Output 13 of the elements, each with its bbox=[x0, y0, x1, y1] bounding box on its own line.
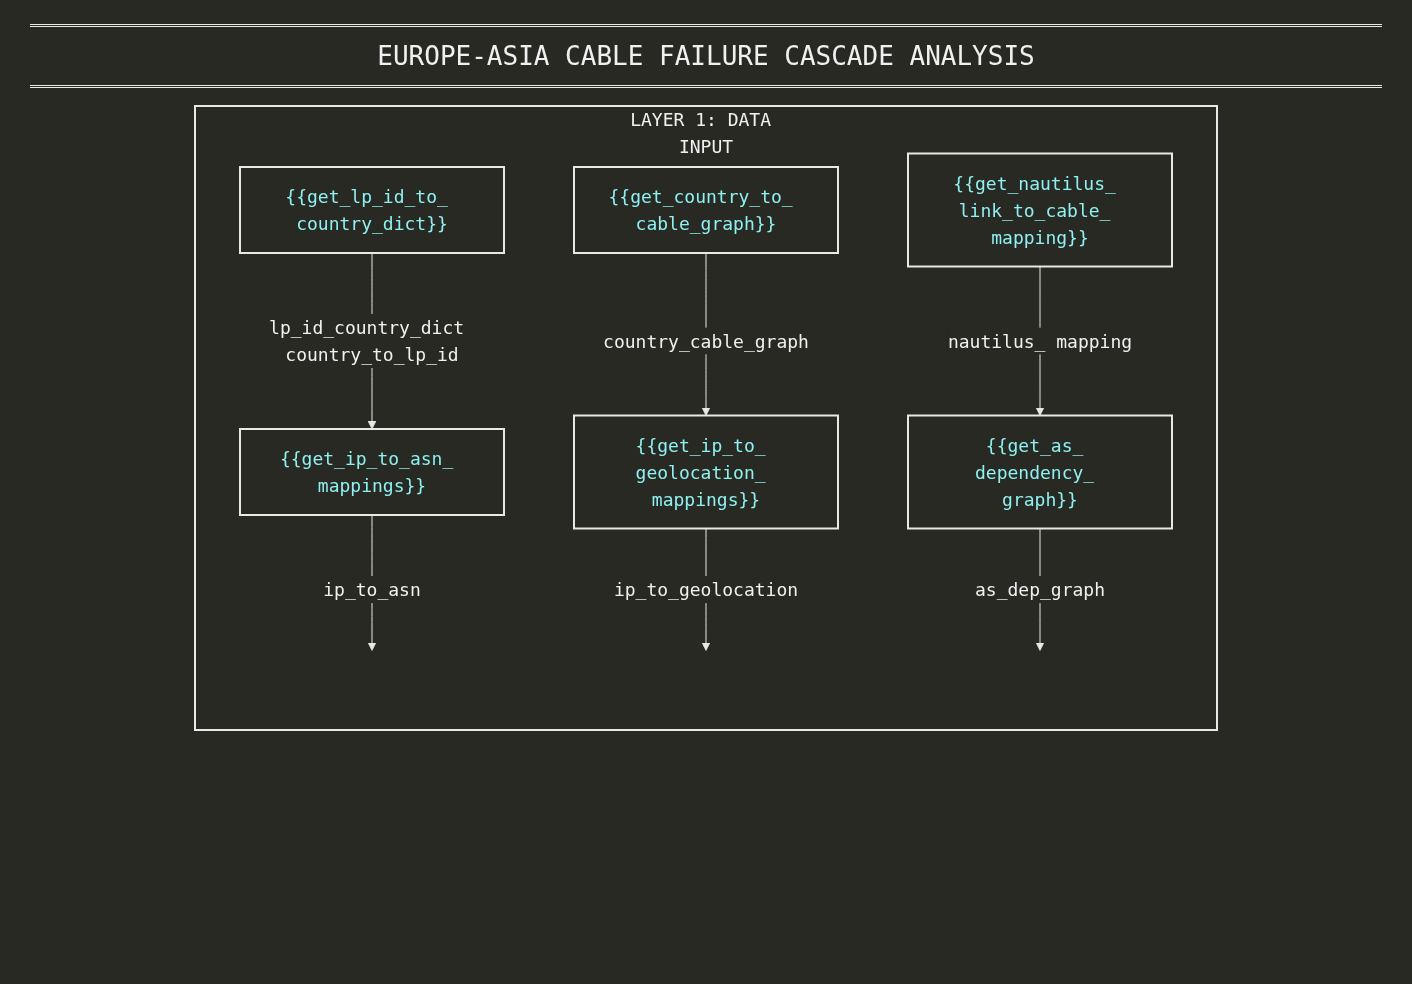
edge-label: lp_id_country_dict country_to_lp_id bbox=[269, 317, 465, 365]
node-box: {{get_lp_id_to_ country_dict}} bbox=[239, 166, 505, 254]
node-box: {{get_ip_to_asn_ mappings}} bbox=[239, 428, 505, 516]
edge-label: as_dep_graph bbox=[974, 579, 1106, 600]
node-box: {{get_as_ dependency_ graph}} bbox=[907, 414, 1173, 530]
diagram-title: EUROPE-ASIA CABLE FAILURE CASCADE ANALYSIS bbox=[30, 24, 1382, 88]
edge-label: ip_to_asn bbox=[323, 579, 421, 600]
edge-label: nautilus_ mapping bbox=[947, 330, 1133, 352]
node-box: {{get_country_to_ cable_graph}} bbox=[573, 166, 839, 254]
node-box: {{get_ip_to_ geolocation_ mappings}} bbox=[573, 414, 839, 530]
edge-label: country_cable_graph bbox=[603, 330, 809, 352]
node-box: {{get_nautilus_ link_to_cable_ mapping}} bbox=[907, 152, 1173, 268]
edge-label: ip_to_geolocation bbox=[613, 579, 799, 600]
